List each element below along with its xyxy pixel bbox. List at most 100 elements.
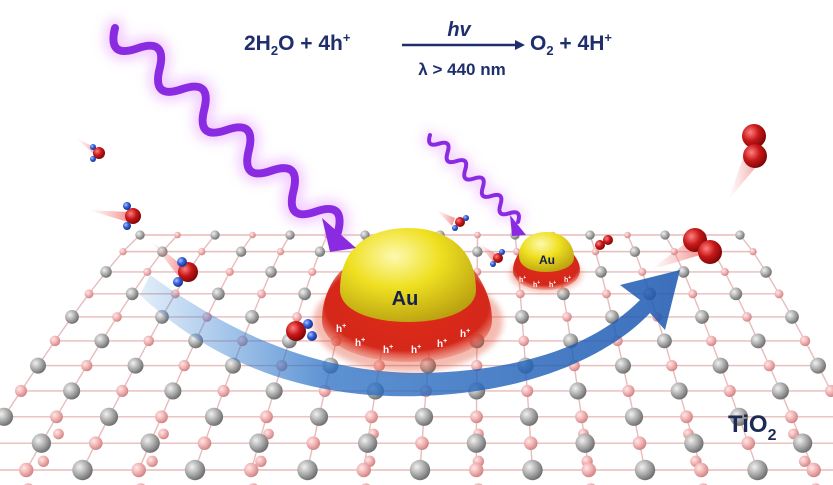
ti-atom: [265, 382, 283, 400]
ti-atom: [212, 287, 225, 301]
small-au-particle: Au h+ h+ h+ h+: [510, 232, 582, 292]
ti-atom: [265, 266, 277, 278]
large-au-label: Au: [392, 288, 419, 310]
o-atom: [88, 436, 103, 450]
ti-atom: [204, 407, 224, 426]
water-molecule: [436, 210, 469, 231]
o-atom: [198, 247, 206, 256]
o-atom: [292, 312, 302, 322]
o-atom: [581, 462, 596, 478]
o-atom: [470, 410, 483, 424]
o-atom: [112, 312, 122, 322]
ti-atom: [297, 459, 318, 481]
ti-atom: [729, 287, 743, 301]
o-atom: [562, 312, 572, 322]
ti-atom: [771, 382, 789, 400]
equation-left: 2H2O + 4h+: [244, 30, 351, 58]
o-atom: [471, 359, 483, 372]
ti-atom: [127, 357, 144, 374]
o-atom: [694, 462, 709, 478]
water-molecule: [76, 138, 105, 162]
o-atom: [174, 231, 181, 239]
small-au-label: Au: [539, 253, 555, 267]
ti-atom: [125, 287, 139, 301]
equation-arrowhead: [515, 40, 525, 50]
ti-atom: [409, 459, 431, 481]
water-molecule: [150, 240, 198, 287]
ti-atom: [466, 433, 487, 453]
ti-atom: [472, 246, 483, 257]
ti-atom: [285, 230, 295, 240]
o-atom: [257, 289, 266, 299]
small-gold-dome: [519, 232, 574, 272]
ti-atom: [515, 310, 529, 324]
o-atom: [244, 462, 259, 478]
o-atom: [415, 436, 429, 450]
o-atom: [14, 384, 28, 397]
o-atom: [365, 410, 378, 424]
ti-atom: [624, 407, 644, 426]
ti-atom: [634, 459, 656, 481]
o-atom: [50, 410, 63, 424]
ti-atom: [31, 433, 52, 453]
o-atom: [308, 267, 317, 276]
ti-atom: [785, 310, 799, 324]
o-atom: [741, 436, 756, 450]
hole-label: h+: [437, 338, 447, 350]
ti-atom: [712, 357, 729, 374]
o-atom: [518, 335, 529, 347]
o-atom: [356, 462, 371, 478]
ti-atom: [750, 333, 766, 349]
ti-atom: [298, 287, 311, 301]
o-atom: [155, 410, 168, 424]
ti-atom: [519, 407, 539, 426]
o-atom: [622, 384, 635, 397]
ti-atom: [210, 230, 220, 240]
ti-atom: [309, 407, 329, 426]
ti-atom: [575, 433, 595, 453]
light-wave-small: [424, 130, 526, 236]
ti-atom: [65, 310, 79, 324]
hole-label: h+: [460, 328, 470, 340]
ti-atom: [414, 407, 434, 426]
o-atom: [774, 289, 784, 299]
o-atom: [260, 410, 273, 424]
o-atom: [763, 359, 775, 372]
ti-atom: [235, 246, 247, 257]
o-atom: [602, 289, 611, 299]
ti-atom: [615, 357, 631, 374]
water-molecule: [478, 243, 505, 267]
o-atom: [474, 231, 481, 239]
equation-light-label: hv: [447, 19, 472, 41]
light-wave-large-head: [322, 218, 356, 252]
o-atom: [81, 359, 93, 372]
ti-atom: [249, 433, 269, 453]
ti-atom: [629, 246, 641, 257]
light-wave-small-head: [510, 215, 526, 236]
o-atom: [799, 335, 811, 347]
equation-right: O2 + 4H+: [530, 30, 612, 58]
o-atom: [306, 436, 321, 450]
ti-atom: [100, 266, 112, 278]
ti-atom: [140, 433, 160, 453]
o-atom: [255, 455, 267, 468]
o-atom: [37, 455, 50, 468]
ti-atom: [357, 433, 378, 453]
ti-atom: [94, 333, 110, 349]
ti-atom: [164, 382, 182, 400]
light-wave-large: [104, 19, 356, 252]
o-atom: [723, 384, 736, 397]
ti-atom: [314, 246, 326, 257]
o-atom: [158, 428, 169, 440]
ti-atom: [605, 310, 619, 324]
o-atom: [119, 247, 127, 256]
ti-atom: [30, 357, 46, 374]
ti-atom: [569, 382, 587, 400]
charge-flow-arrow: [140, 270, 680, 397]
hole-label: h+: [519, 275, 526, 284]
o-atom: [824, 384, 833, 397]
hole-label: h+: [564, 275, 571, 284]
o-atom: [806, 462, 821, 478]
o-atom: [632, 436, 647, 450]
